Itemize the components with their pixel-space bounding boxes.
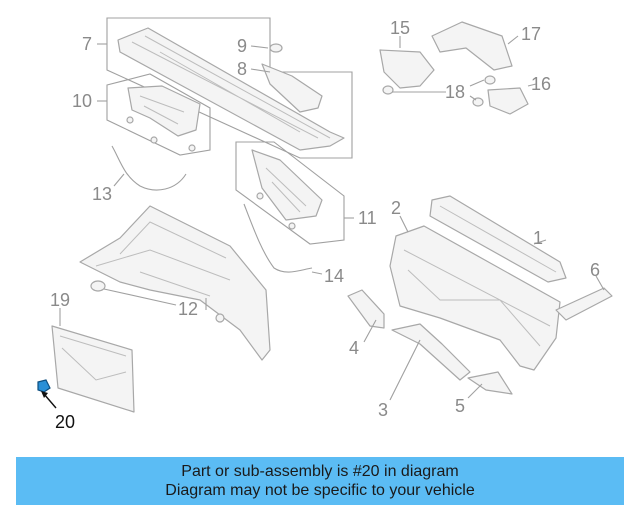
info-banner: Part or sub-assembly is #20 in diagram D…	[16, 457, 624, 505]
callout-4: 4	[349, 338, 359, 358]
bracket-group-10	[97, 73, 211, 156]
bracket-box-10	[106, 73, 211, 156]
bracket-6	[555, 287, 613, 321]
callout-5: 5	[455, 396, 465, 416]
callout-11: 11	[358, 208, 377, 228]
callout-9: 9	[237, 36, 247, 56]
callout-16: 16	[531, 74, 551, 94]
banner-line-1: Part or sub-assembly is #20 in diagram	[181, 463, 459, 480]
callout-15: 15	[390, 18, 410, 38]
bracket-group-11	[235, 141, 354, 245]
cowl-top-group	[97, 17, 353, 159]
callout-2: 2	[391, 198, 401, 218]
part-20-highlight	[37, 379, 57, 409]
bracket-10	[127, 85, 201, 137]
clip-9	[269, 43, 283, 53]
callout-20: 20	[55, 412, 75, 432]
callout-13: 13	[92, 184, 112, 204]
bracket-11	[251, 149, 323, 221]
callout-18: 18	[445, 82, 465, 102]
callout-17: 17	[521, 24, 541, 44]
bracket-4	[347, 289, 385, 329]
callout-19: 19	[50, 290, 70, 310]
wire-13	[111, 145, 187, 191]
dash-panel-2	[389, 225, 561, 371]
callout-14: 14	[324, 266, 344, 286]
bracket-box-11	[235, 141, 345, 245]
cowl-top-panel	[117, 27, 345, 151]
callout-8: 8	[237, 59, 247, 79]
callout-6: 6	[590, 260, 600, 280]
dash-panel	[79, 205, 271, 361]
callout-1: 1	[533, 228, 543, 248]
callout-3: 3	[378, 400, 388, 420]
callout-10: 10	[72, 91, 92, 111]
banner-line-2: Diagram may not be specific to your vehi…	[165, 482, 475, 499]
callout-12: 12	[178, 299, 198, 319]
bracket-16	[487, 87, 529, 115]
insulator-19	[51, 325, 135, 413]
bracket-15	[379, 49, 435, 89]
bracket-17	[431, 21, 513, 71]
cable-14	[243, 203, 313, 273]
callout-7: 7	[82, 34, 92, 54]
cowl-top-box	[106, 17, 353, 159]
bracket-3	[391, 323, 471, 381]
parts-diagram: 1 2 3 4 5 6 7 8 9 10 11 12 13 14 15 16 1…	[37, 17, 613, 432]
cowl-top-cover	[261, 63, 323, 113]
